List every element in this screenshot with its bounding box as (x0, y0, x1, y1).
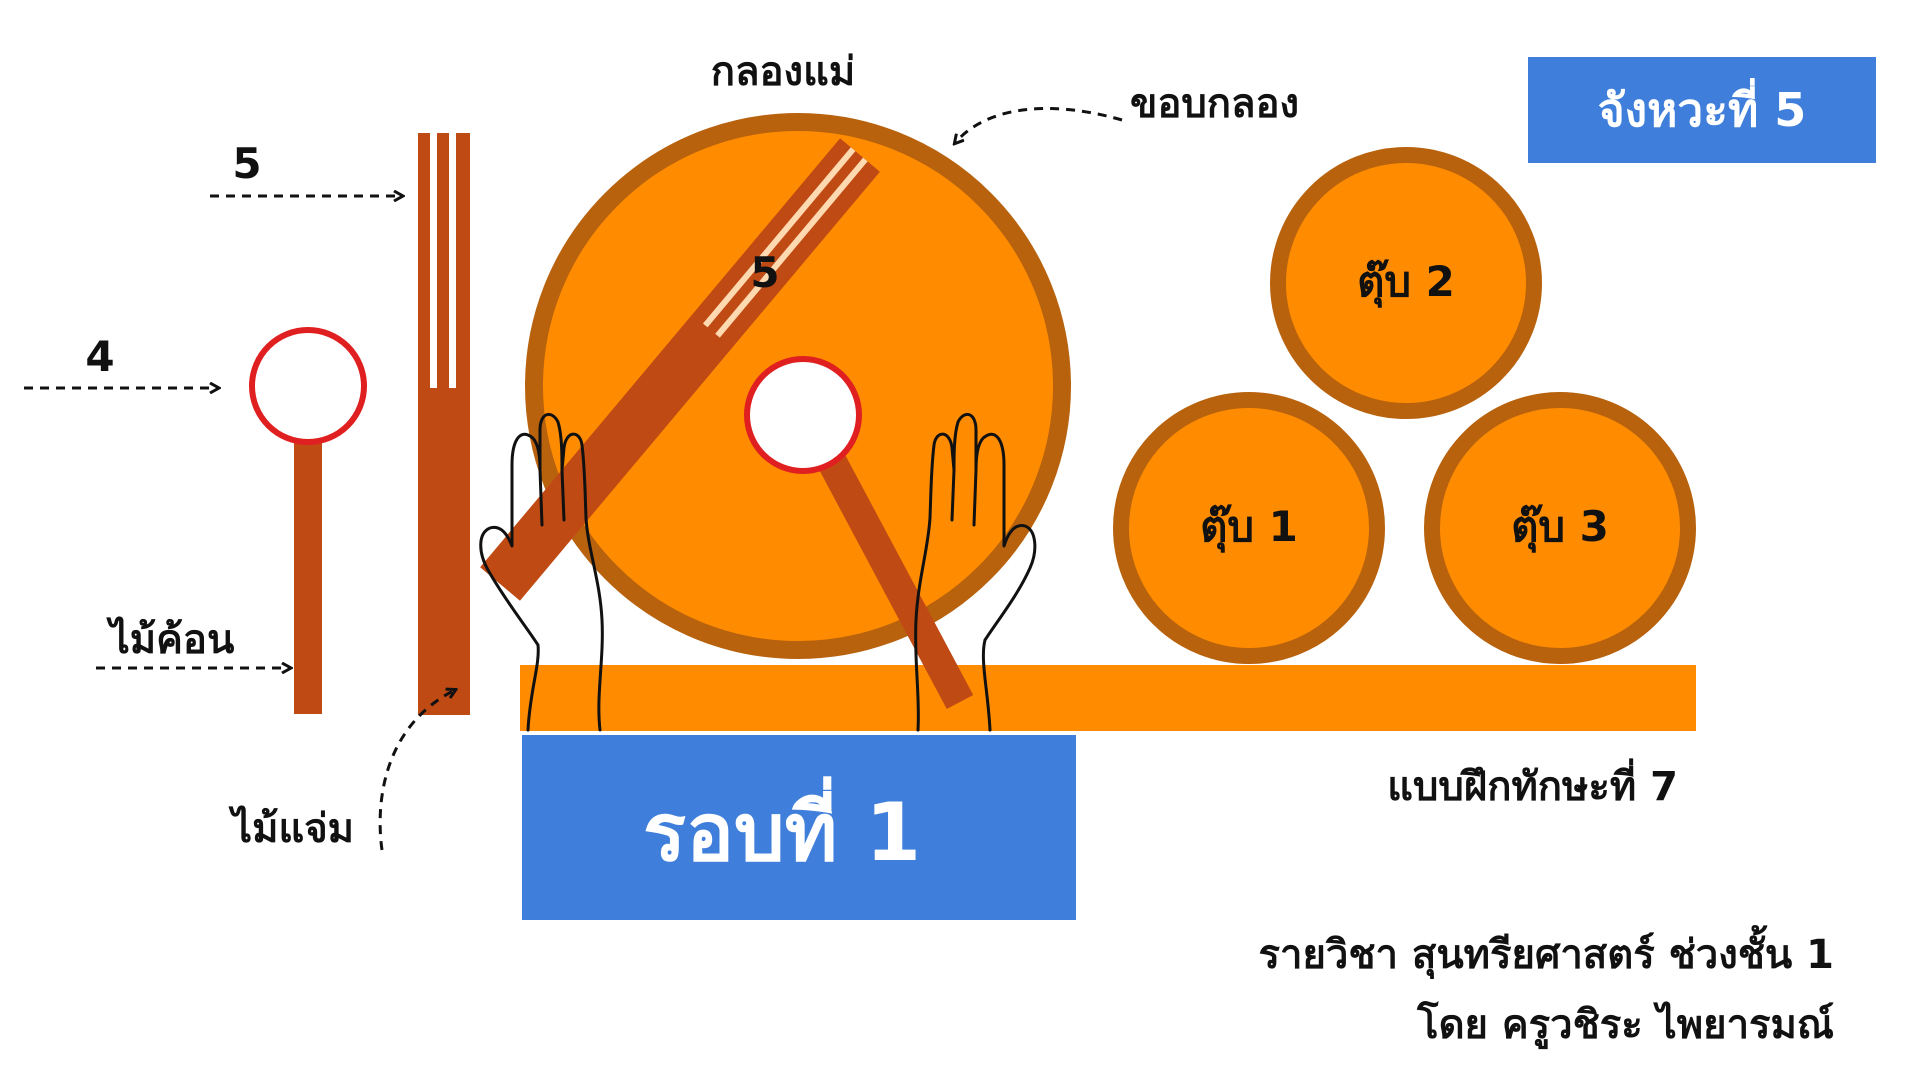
course-label: รายวิชา สุนทรียศาสตร์ ช่วงชั้น 1 (1259, 925, 1834, 980)
drum-number-label: 5 (750, 248, 779, 297)
stick-number-label: 5 (232, 139, 261, 188)
mallet-number-label: 4 (85, 332, 114, 381)
drum-rim-label: ขอบกลอง (1130, 81, 1299, 127)
exercise-label: แบบฝึกทักษะที่ 7 (1387, 758, 1678, 810)
round-label: รอบที่ 1 (643, 776, 921, 879)
teacher-label: โดย ครูวชิระ ไพยารมณ์ (1416, 1001, 1834, 1049)
mother-drum-label: กลองแม่ (711, 49, 855, 95)
small-drum-2-label: ตุ๊บ 2 (1357, 257, 1455, 308)
small-drum-3-label: ตุ๊บ 3 (1511, 502, 1609, 553)
stick-label: ไม้แจ่ม (228, 805, 354, 852)
stick-icon (418, 133, 470, 715)
small-drum-1-label: ตุ๊บ 1 (1200, 502, 1298, 553)
base-bar (520, 665, 1696, 731)
mallet-label: ไม้ค้อน (106, 616, 235, 663)
mallet-icon (252, 330, 364, 714)
rim-arrow (955, 109, 1122, 143)
beat-label: จังหวะที่ 5 (1598, 78, 1807, 137)
